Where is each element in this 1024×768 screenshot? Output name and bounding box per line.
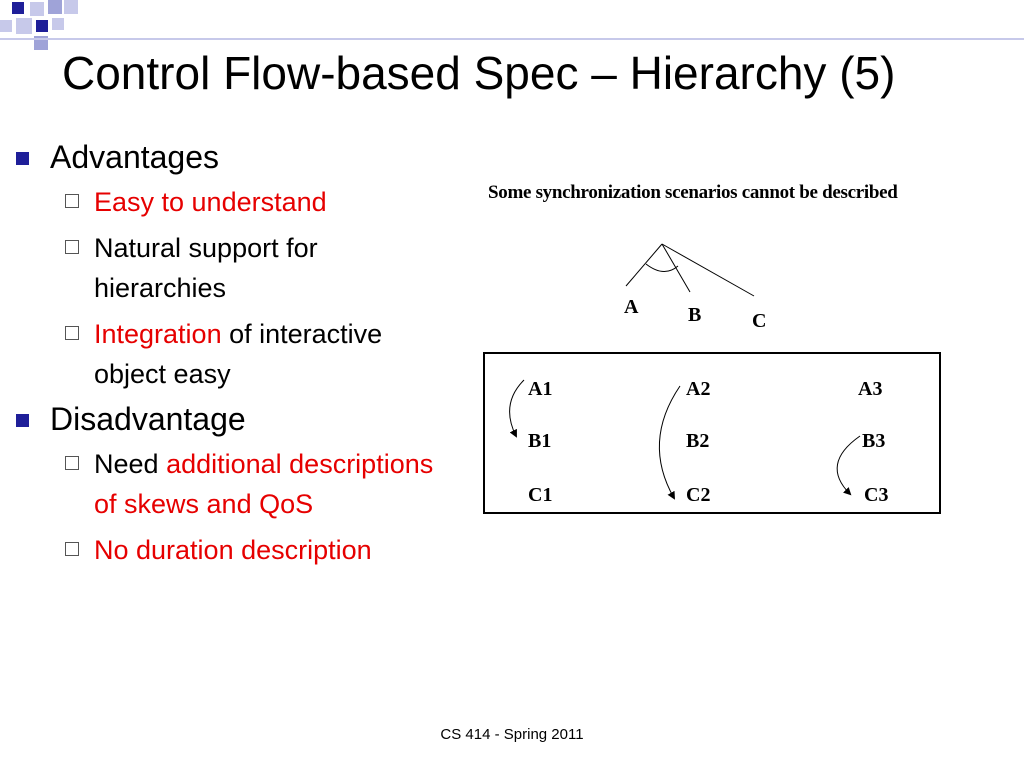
grid-cell-c2: C2 (686, 484, 711, 506)
hollow-square-bullet-icon (65, 542, 79, 556)
tree-node-c: C (752, 310, 767, 332)
sync-arrow-b3-c3 (836, 435, 861, 496)
hollow-square-bullet-icon (65, 194, 79, 208)
tree-edge-c (661, 243, 755, 297)
diagram-lines (509, 243, 861, 500)
tree-node-a: A (624, 296, 639, 318)
sync-arrow-a1-b1 (509, 379, 525, 438)
sync-grid-box (483, 352, 941, 514)
sub-bullet-easy: Easy to understand (14, 182, 449, 222)
square-bullet-icon (16, 152, 29, 165)
sync-diagram: Some synchronization scenarios cannot be… (478, 174, 948, 524)
sub-bullet-need: Need additional descriptions of skews an… (14, 444, 449, 524)
sync-arrow-a2-c2 (658, 385, 681, 500)
grid-cell-c1: C1 (528, 484, 553, 506)
bullet-list: Advantages Easy to understand Natural su… (14, 138, 454, 570)
hollow-square-bullet-icon (65, 456, 79, 470)
grid-cell-a3: A3 (858, 378, 883, 400)
grid-cell-b2: B2 (686, 430, 710, 452)
bullet-disadvantage: Disadvantage (14, 400, 454, 438)
tree-edge-a (625, 243, 663, 287)
tree-arc (645, 263, 679, 272)
grid-cell-a2: A2 (686, 378, 711, 400)
tree-node-b: B (688, 304, 702, 326)
grid-cell-c3: C3 (864, 484, 889, 506)
header-rule (0, 38, 1024, 40)
square-bullet-icon (16, 414, 29, 427)
grid-cell-b3: B3 (862, 430, 886, 452)
grid-cell-b1: B1 (528, 430, 552, 452)
sub-bullet-duration: No duration description (14, 530, 449, 570)
bullet-advantages: Advantages (14, 138, 454, 176)
slide-footer: CS 414 - Spring 2011 (440, 726, 584, 743)
slide-title: Control Flow-based Spec – Hierarchy (5) (62, 47, 896, 99)
hollow-square-bullet-icon (65, 240, 79, 254)
grid-cell-a1: A1 (528, 378, 553, 400)
hollow-square-bullet-icon (65, 326, 79, 340)
diagram-caption: Some synchronization scenarios cannot be… (488, 182, 898, 203)
sub-bullet-natural: Natural support for hierarchies (14, 228, 449, 308)
sub-bullet-integration: Integration of interactive object easy (14, 314, 449, 394)
